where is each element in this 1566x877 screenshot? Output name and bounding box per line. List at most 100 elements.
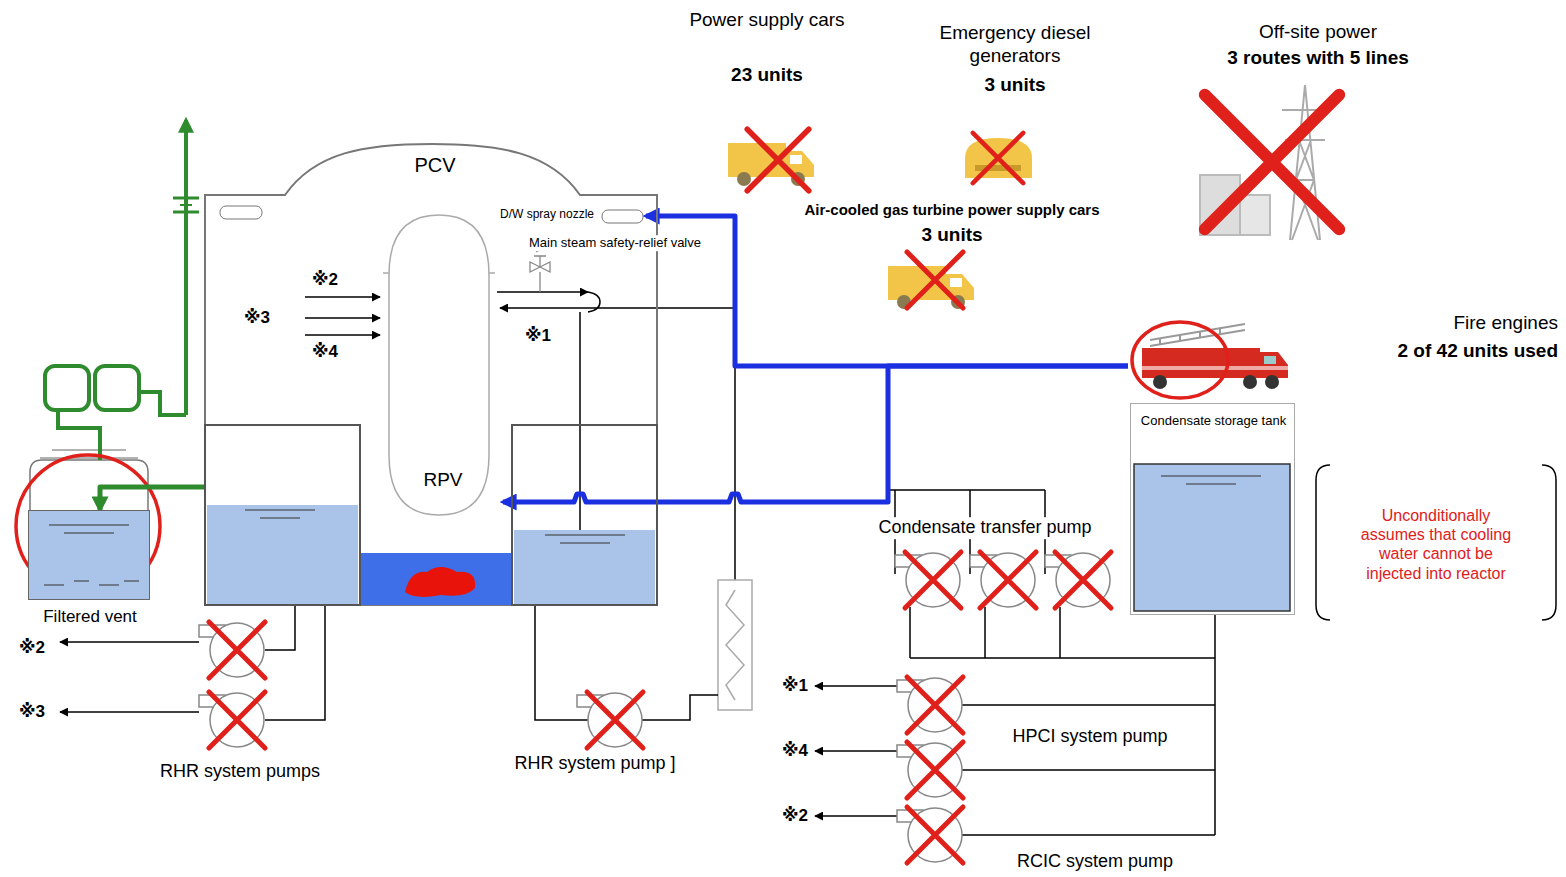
callout-number: ※2: [19, 638, 45, 658]
outline-part: [220, 206, 262, 219]
outline-part: [1161, 476, 1261, 484]
spray-nozzle: D/W spray nozzle: [500, 203, 646, 229]
injection-arrows: [497, 291, 588, 293]
count-label: 23 units: [731, 64, 803, 87]
diesel-generator-icon: [965, 133, 1032, 183]
part-label: RCIC system pump: [1017, 851, 1173, 873]
vent-stack-piping: [58, 410, 100, 460]
injection-arrows: [305, 296, 380, 298]
rhr-piping: [60, 641, 199, 643]
note-text: Unconditionally assumes that cooling wat…: [1356, 506, 1516, 583]
supply-label: Emergency diesel generators: [920, 22, 1110, 68]
pump-symbols: [1045, 553, 1110, 607]
vent-stack-piping: [173, 198, 199, 212]
count-label: 3 routes with 5 lines: [1227, 47, 1409, 70]
pump-symbols: [897, 678, 962, 732]
pump-symbols: [577, 693, 642, 747]
vent-stack-piping: [184, 120, 188, 415]
fire-engine-icon: [1142, 366, 1288, 370]
injection-line: [646, 216, 1128, 366]
pump-symbols: [199, 623, 264, 677]
part-label: RHR system pumps: [160, 761, 320, 783]
fire-engine-icon: [1260, 352, 1288, 378]
node-title: D/W spray nozzle: [500, 208, 600, 222]
supply-label: Off-site power: [1259, 21, 1377, 44]
outline-part: [44, 525, 139, 585]
outline-part: [1134, 464, 1290, 611]
fire-engine-icon: [1150, 324, 1245, 346]
transmission-tower-icon: [1240, 195, 1270, 235]
pump-symbols: [905, 552, 961, 608]
fire-engine-icon: [1243, 375, 1257, 389]
node-title: Condensate storage tank: [1137, 414, 1290, 429]
pump-symbols: [970, 553, 1035, 607]
injection-arrows: [588, 292, 600, 312]
condensate-piping: [962, 705, 1215, 835]
pump-symbols: [907, 677, 963, 733]
condensate-storage-tank-outline: [1131, 404, 1296, 616]
pump-symbols: [199, 693, 264, 747]
outline-part: [514, 530, 655, 604]
callout-number: ※1: [782, 676, 808, 696]
pump-symbols: [587, 692, 643, 748]
condensate-storage-tank: Condensate storage tank: [1130, 403, 1295, 615]
rhr-piping: [265, 606, 325, 720]
pump-symbols: [209, 622, 265, 678]
callout-number: ※3: [244, 308, 270, 328]
outline-part: [405, 567, 475, 597]
vent-stack-piping: [139, 392, 186, 415]
heat-exchanger: [718, 580, 752, 710]
pump-symbols: [209, 692, 265, 748]
injection-line: [100, 487, 205, 510]
filtered-vent-tank: [30, 450, 148, 511]
note-bracket: [1316, 465, 1330, 620]
rhr-piping: [60, 711, 199, 713]
pump-symbols: [1055, 552, 1111, 608]
callout-number: ※2: [782, 806, 808, 826]
transmission-tower-icon: [1205, 95, 1339, 229]
power-supply-car-icon: [747, 129, 809, 191]
outline-part: [383, 272, 495, 274]
safety-relief-valve: [534, 248, 546, 267]
injection-line: [503, 366, 1128, 502]
callout-number: ※4: [782, 741, 808, 761]
condensate-piping: [815, 815, 897, 817]
node-subtext: 2 of 42 units used: [1398, 340, 1558, 362]
node-title: RPV: [383, 469, 503, 491]
vent-stack-piping: [95, 366, 139, 410]
fire-engine-icon: [1265, 375, 1279, 389]
pump-symbols: [897, 743, 962, 797]
node-title: Filtered vent: [0, 607, 181, 627]
fire-engine-icon: [1264, 356, 1276, 364]
fire-engine-icon: [1153, 375, 1167, 389]
supply-label: Air-cooled gas turbine power supply cars: [804, 201, 1099, 219]
note-bracket: [1542, 465, 1556, 620]
fire-engine-icon: [1132, 322, 1288, 398]
transmission-tower-icon: [1200, 85, 1339, 240]
callout-number: ※3: [19, 702, 45, 722]
safety-relief-valve: [539, 272, 540, 292]
vent-stack-piping: [180, 204, 192, 206]
part-label: HPCI system pump: [1012, 726, 1167, 748]
power-supply-car-icon: [728, 129, 814, 191]
outline-part: [512, 425, 657, 605]
safety-relief-valve: [530, 248, 550, 292]
rhr-piping: [265, 606, 295, 650]
note-bracket: [1316, 465, 1556, 620]
containment-vessel: PCV D/W spray nozzleRPV: [205, 140, 665, 606]
filter-tank-water: Filtered vent: [28, 510, 150, 600]
pump-symbols: [907, 807, 963, 863]
diesel-generator-icon: [973, 133, 1023, 183]
pump-symbols: [907, 742, 963, 798]
condensate-piping: [815, 685, 897, 687]
callout-number: ※4: [312, 342, 338, 362]
injection-arrows: [305, 317, 380, 319]
gas-turbine-car-icon: [907, 252, 963, 308]
injection-arrows: [305, 334, 380, 336]
node-title: PCV: [205, 154, 665, 177]
pump-symbols: [897, 808, 962, 862]
callout-number: ※2: [312, 270, 338, 290]
outline-part: [602, 210, 643, 223]
vent-stack-piping: [45, 366, 89, 410]
pump-symbols: [980, 552, 1036, 608]
